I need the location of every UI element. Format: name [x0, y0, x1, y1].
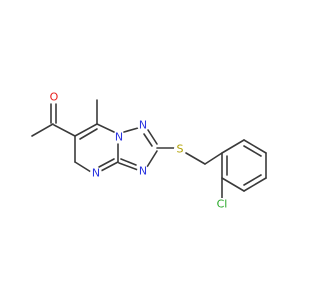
atom-label-cl: Cl — [217, 198, 228, 211]
atom-label-o: O — [50, 91, 59, 104]
bond-ar-4-5 — [243, 177, 267, 192]
bond-n2-c2 — [147, 129, 158, 145]
bond-ar-2-3-inner — [243, 145, 262, 157]
atom-chlorine: Cl — [213, 198, 231, 211]
bond-ar-5-6 — [221, 177, 245, 192]
bond-n-bridge-c5 — [74, 161, 92, 173]
bond-n2-c2-inner — [143, 133, 153, 147]
bond-c8a-n-bridge-inner — [98, 158, 115, 168]
bond-c8a-n-bridge — [98, 161, 119, 173]
bond-carbonyl-ring — [53, 124, 76, 137]
structure-canvas: O N N N N S Cl — [31, 91, 267, 211]
bond-ar-4-5-inner — [243, 174, 262, 186]
bond-n3-c8a — [118, 162, 139, 171]
bond-c6-c7-inner — [79, 128, 98, 140]
atom-label-n: N — [115, 131, 123, 144]
bond-c6-c7 — [74, 123, 98, 137]
atom-n-pyrimidine: N — [90, 167, 102, 180]
atom-n-triazole-top: N — [137, 119, 149, 132]
bond-methyl-carbonyl — [31, 123, 54, 137]
molecule-diagram: O N N N N S Cl — [31, 91, 267, 211]
bond-ch2-aryl — [204, 152, 223, 165]
atom-sulfur: S — [174, 143, 186, 156]
atom-n-triazole-bottom: N — [137, 165, 149, 178]
bond-ar-2-3 — [243, 139, 267, 154]
atom-label-n: N — [139, 165, 147, 178]
bond-ar-1-2 — [221, 139, 245, 154]
bond-s-ch2 — [185, 152, 206, 165]
bond-c7-n1 — [96, 123, 115, 133]
atom-n1: N — [113, 131, 125, 144]
bond-n1-n2 — [123, 127, 139, 133]
atom-label-s: S — [177, 143, 184, 156]
bond-n3-c8a-inner — [120, 158, 137, 166]
atom-label-n: N — [139, 119, 147, 132]
atom-carbonyl-oxygen: O — [48, 91, 60, 104]
bond-c2-n3 — [146, 150, 158, 168]
atom-label-n: N — [92, 167, 100, 180]
